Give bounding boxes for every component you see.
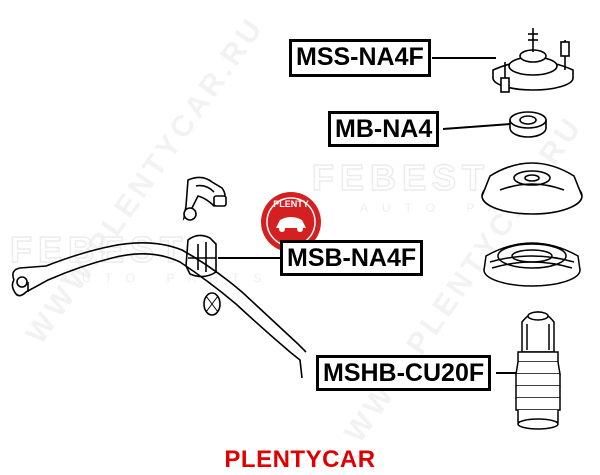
watermark-sub-left: AUTO PARTS (60, 271, 275, 285)
stabilizer-bracket-drawing (182, 176, 227, 221)
part-label-mshb-cu20f[interactable]: MSHB-CU20F (316, 355, 492, 391)
dust-boot-drawing (515, 311, 561, 430)
badge-car-icon (276, 217, 306, 228)
watermark-diagonal-text: WWW.PLENTYCAR.RU (20, 11, 271, 350)
spring-seat-drawing (481, 162, 583, 215)
badge-wheel-icon (279, 226, 285, 232)
footer-brand: PLENTYCAR (224, 446, 376, 473)
badge-text: PLENTY (273, 199, 309, 209)
leader-line-mb (442, 123, 511, 130)
strut-mount-drawing (492, 28, 574, 93)
badge-wheel-icon-2 (297, 226, 303, 232)
spring-insulator-drawing (483, 242, 581, 287)
part-label-mss-na4f[interactable]: MSS-NA4F (289, 39, 431, 77)
part-label-msb-na4f[interactable]: MSB-NA4F (280, 240, 424, 276)
stabilizer-bar-drawing (11, 242, 307, 379)
part-label-mb-na4[interactable]: MB-NA4 (328, 111, 440, 147)
leader-lines (218, 57, 518, 374)
stabilizer-bushing-drawing (185, 234, 217, 278)
bearing-drawing (509, 111, 547, 138)
watermark-url: WWW.PLENTYCAR.RU (20, 11, 271, 350)
watermark-brand-right: FEBEST (312, 157, 490, 198)
